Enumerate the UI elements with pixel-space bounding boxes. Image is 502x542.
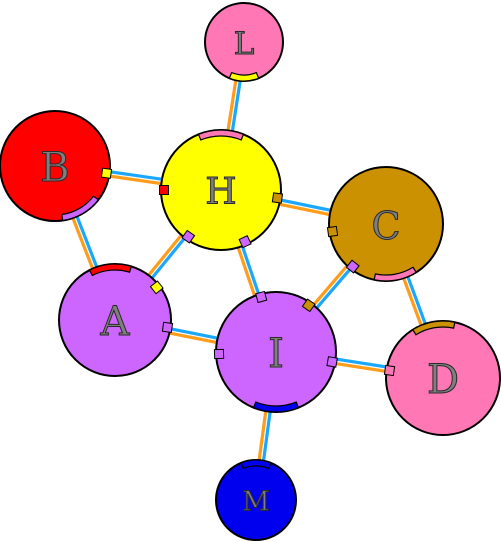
port-marker bbox=[255, 290, 268, 304]
port-marker bbox=[197, 129, 245, 141]
port-marker bbox=[326, 225, 339, 238]
port-marker bbox=[411, 320, 456, 336]
port-marker bbox=[252, 401, 300, 413]
port-marker bbox=[161, 321, 174, 334]
port-marker bbox=[181, 229, 196, 244]
port-marker bbox=[100, 167, 113, 179]
node-B-circle bbox=[0, 110, 111, 222]
node-C-label: C bbox=[371, 204, 400, 248]
node-L-label: L bbox=[234, 26, 255, 62]
port-marker bbox=[159, 185, 169, 195]
port-marker bbox=[228, 71, 260, 82]
port-marker bbox=[345, 259, 360, 274]
node-H[interactable]: H bbox=[160, 129, 282, 251]
node-M-label: M bbox=[242, 487, 270, 518]
node-D[interactable]: D bbox=[385, 320, 501, 436]
port-marker bbox=[271, 192, 284, 204]
port-marker bbox=[61, 195, 100, 222]
node-B[interactable]: B bbox=[0, 110, 111, 222]
port-marker bbox=[238, 235, 252, 249]
node-L[interactable]: L bbox=[204, 2, 284, 82]
node-D-label: D bbox=[427, 357, 459, 403]
node-B-label: B bbox=[40, 145, 69, 191]
node-I[interactable]: I bbox=[215, 291, 337, 413]
port-marker bbox=[301, 298, 316, 313]
node-A-label: A bbox=[100, 299, 131, 345]
node-A[interactable]: A bbox=[58, 263, 172, 377]
node-I-label: I bbox=[268, 331, 284, 377]
port-marker bbox=[149, 280, 164, 295]
node-M[interactable]: M bbox=[215, 459, 297, 541]
port-marker bbox=[213, 348, 225, 360]
port-marker bbox=[240, 459, 272, 470]
node-C[interactable]: C bbox=[328, 166, 444, 282]
port-marker bbox=[383, 364, 396, 377]
port-marker bbox=[373, 266, 418, 282]
port-marker bbox=[326, 356, 338, 368]
port-marker bbox=[88, 263, 133, 277]
node-H-label: H bbox=[205, 172, 236, 213]
